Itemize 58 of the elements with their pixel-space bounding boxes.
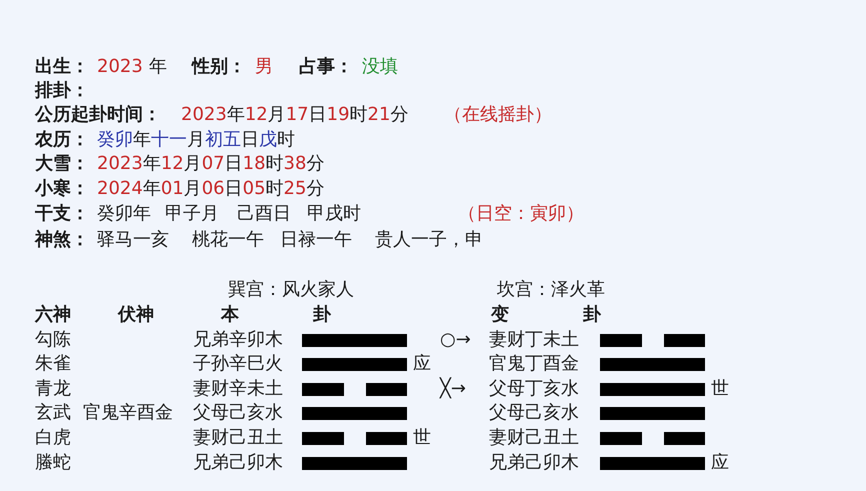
field-value: 癸卯年 <box>97 203 151 225</box>
line-text: 父母己亥水 <box>489 402 579 424</box>
field-value: 贵人一子，申 <box>375 229 483 251</box>
hexagram-title: 巽宫：风火家人 <box>228 279 354 301</box>
note-text: （日空：寅卯） <box>458 203 584 225</box>
field-label: 公历起卦时间： <box>35 104 161 126</box>
column-header: 卦 <box>313 304 331 326</box>
field-label: 排卦： <box>35 80 89 102</box>
date-value: 癸卯年十一月初五日戊时 <box>97 129 295 151</box>
position-mark: 世 <box>711 378 729 400</box>
field-label: 干支： <box>35 203 89 225</box>
spirit-text: 青龙 <box>35 378 71 400</box>
field-label: 性别： <box>192 56 246 78</box>
spirit-text: 朱雀 <box>35 353 71 375</box>
line-text: 妻财丁未土 <box>489 329 579 351</box>
line-text: 官鬼辛酉金 <box>83 402 173 424</box>
line-text: 妻财辛未土 <box>193 378 283 400</box>
spirit-text: 玄武 <box>35 402 71 424</box>
line-text: 父母丁亥水 <box>489 378 579 400</box>
field-value: 甲戌时 <box>307 203 361 225</box>
column-header: 本 <box>221 304 239 326</box>
moving-line-mark: ╳→ <box>440 378 466 400</box>
note-text: （在线摇卦） <box>444 104 552 126</box>
field-value: 男 <box>255 56 273 78</box>
field-value: 桃花一午 <box>192 229 264 251</box>
column-header: 卦 <box>583 304 601 326</box>
hexagram-title: 坎宫：泽火革 <box>497 279 605 301</box>
field-value: 己酉日 <box>237 203 291 225</box>
line-text: 兄弟己卯木 <box>193 452 283 474</box>
column-header: 伏神 <box>118 304 154 326</box>
field-value: 日禄一午 <box>280 229 352 251</box>
moving-line-mark: ○→ <box>440 329 471 351</box>
field-value: 驿马一亥 <box>97 229 169 251</box>
spirit-text: 勾陈 <box>35 329 71 351</box>
position-mark: 应 <box>711 452 729 474</box>
line-text: 妻财己丑土 <box>489 427 579 449</box>
line-text: 兄弟辛卯木 <box>193 329 283 351</box>
field-label: 神煞： <box>35 229 89 251</box>
unit-text: 年 <box>149 56 167 78</box>
line-text: 子孙辛巳火 <box>193 353 283 375</box>
position-mark: 应 <box>413 353 431 375</box>
line-text: 官鬼丁酉金 <box>489 353 579 375</box>
field-label: 占事： <box>299 56 353 78</box>
spirit-text: 螣蛇 <box>35 452 71 474</box>
spirit-text: 白虎 <box>35 427 71 449</box>
column-header: 六神 <box>35 304 71 326</box>
field-value: 2023 <box>97 56 143 78</box>
line-text: 兄弟己卯木 <box>489 452 579 474</box>
field-label: 小寒： <box>35 178 89 200</box>
field-value: 甲子月 <box>165 203 219 225</box>
field-label: 出生： <box>35 56 89 78</box>
line-text: 父母己亥水 <box>193 402 283 424</box>
field-label: 大雪： <box>35 153 89 175</box>
column-header: 变 <box>491 304 509 326</box>
position-mark: 世 <box>413 427 431 449</box>
field-value: 没填 <box>362 56 398 78</box>
field-label: 农历： <box>35 129 89 151</box>
line-text: 妻财己丑土 <box>193 427 283 449</box>
